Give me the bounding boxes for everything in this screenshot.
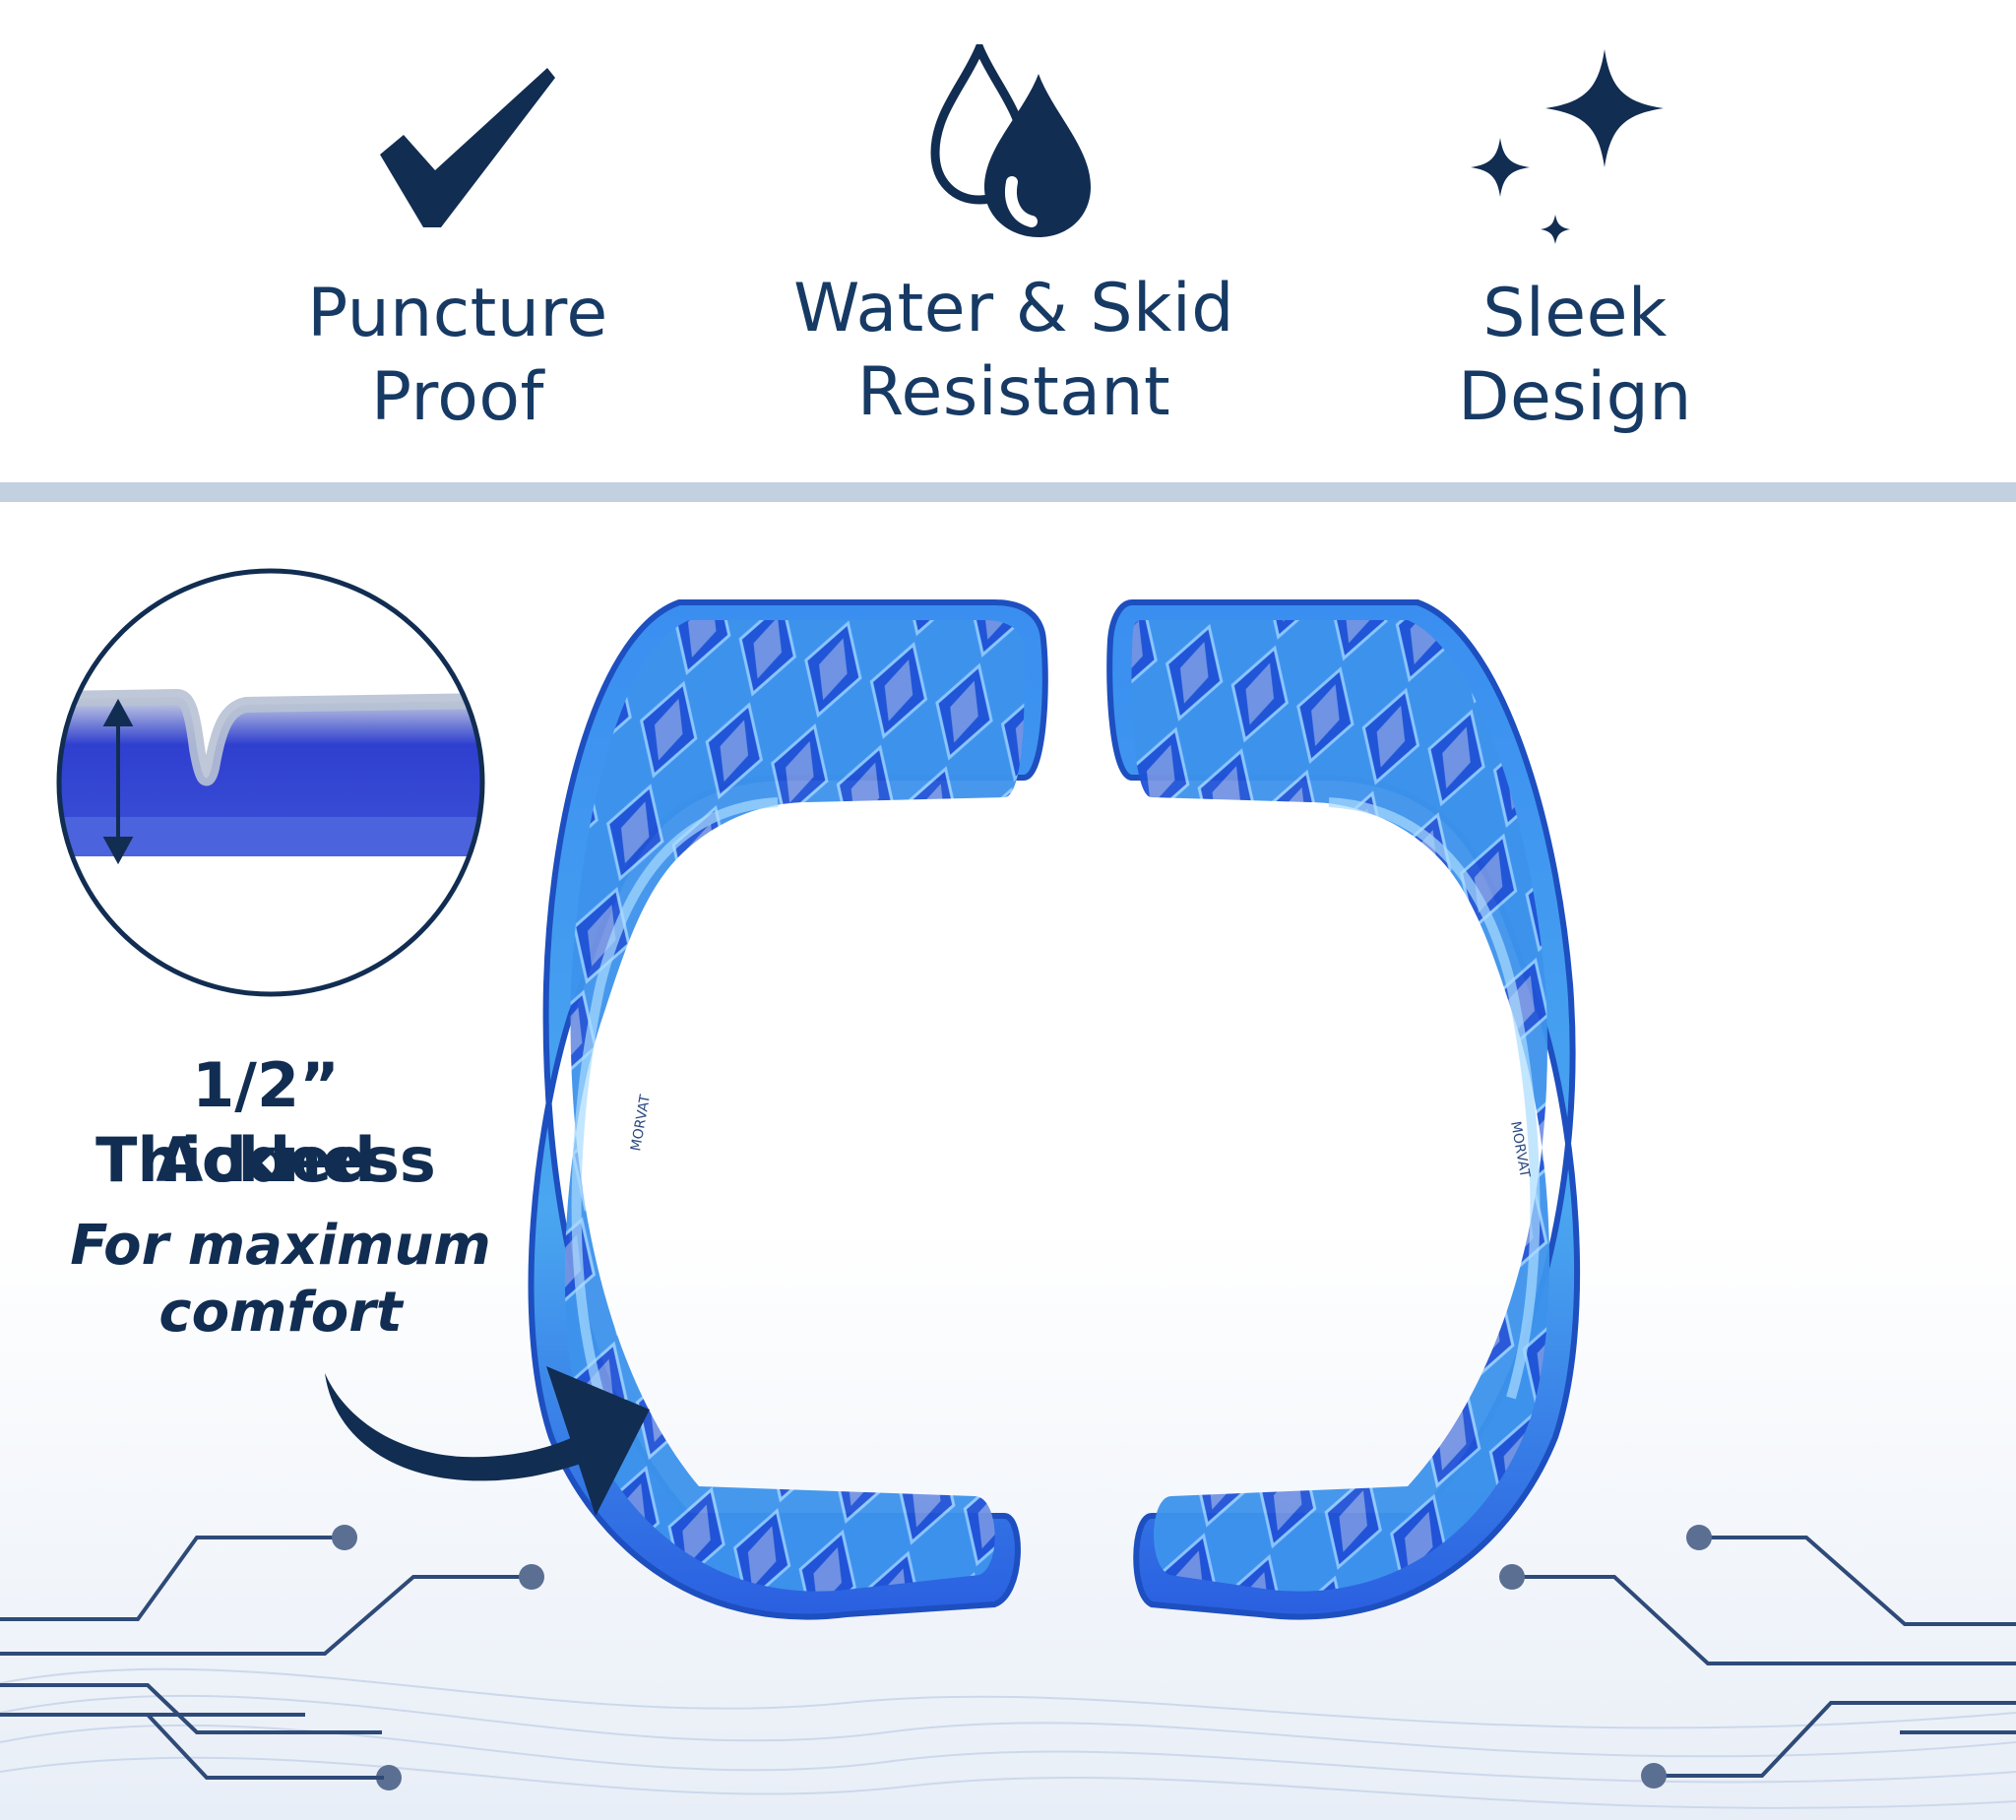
feature-water-skid-resistant: Water & Skid Resistant <box>788 39 1240 453</box>
callout-subtitle-line1: For maximum <box>70 1214 491 1278</box>
feature-puncture-proof: Puncture Proof <box>276 39 640 453</box>
feature-label-line1: Water & Skid <box>793 270 1234 347</box>
seat-cushion-right: MORVAT <box>1106 599 1581 1620</box>
feature-label-line1: Sleek <box>1482 275 1668 352</box>
thickness-arrow-icon <box>102 698 134 865</box>
water-drops-icon <box>930 44 1091 237</box>
section-divider <box>0 482 2016 502</box>
sparkles-icon <box>1471 49 1664 244</box>
circuit-lines-right <box>1512 1536 2016 1778</box>
product-illustration: MORVAT MORVAT <box>0 502 2016 1820</box>
cross-section-magnifier <box>56 568 485 997</box>
circuit-lines-left <box>0 1536 527 1734</box>
circuit-nodes-left <box>332 1525 544 1790</box>
feature-label-line2: Proof <box>371 358 544 436</box>
pointer-arrow-icon <box>325 1366 650 1516</box>
feature-sleek-design: Sleek Design <box>1398 39 1752 453</box>
feature-row: Puncture Proof Water & Skid Resistant Sl… <box>0 0 2016 482</box>
circuit-nodes-right <box>1499 1525 1712 1789</box>
feature-label-line2: Design <box>1458 358 1692 436</box>
feature-label-line2: Resistant <box>856 353 1171 431</box>
checkmark-icon <box>380 68 555 227</box>
callout-title-line2: Added <box>156 1124 376 1196</box>
callout-subtitle-line2: comfort <box>158 1281 403 1345</box>
feature-label-line1: Puncture <box>307 275 608 352</box>
callout-title-line1: 1/2” Thickness <box>95 1049 436 1196</box>
